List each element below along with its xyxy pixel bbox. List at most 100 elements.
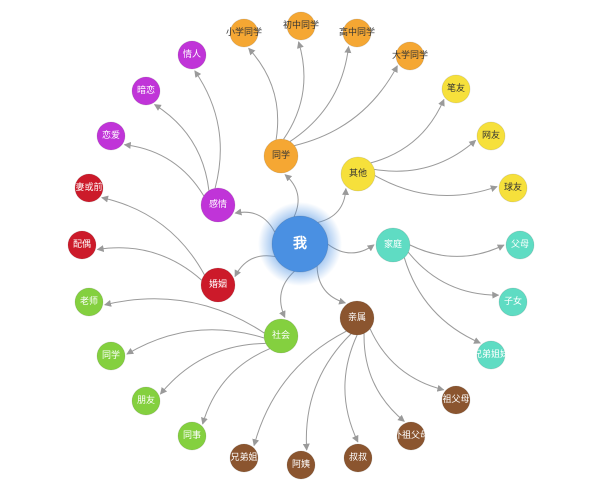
edge-family-children: [407, 251, 500, 299]
node-circle-siblings[interactable]: [476, 340, 506, 370]
node-circle-family[interactable]: [375, 227, 411, 263]
node-circle-colleague[interactable]: [177, 421, 207, 451]
edge-emotion-love: [123, 141, 205, 197]
node-teacher[interactable]: 老师: [74, 287, 104, 317]
node-circle-maternalgp[interactable]: [396, 421, 426, 451]
node-other[interactable]: 其他: [340, 156, 376, 192]
node-label-children: 子女: [504, 295, 522, 307]
node-netfriend[interactable]: 网友: [476, 121, 506, 151]
node-circle-emotion[interactable]: [200, 187, 236, 223]
edge-other-penpal: [370, 98, 445, 164]
node-relatives[interactable]: 亲属: [339, 300, 375, 336]
node-schoolmates[interactable]: 同学: [263, 138, 299, 174]
node-marriage[interactable]: 婚姻: [200, 267, 236, 303]
node-label-netfriend: 网友: [482, 129, 500, 141]
node-parents[interactable]: 父母: [505, 230, 535, 260]
node-circle-parents[interactable]: [505, 230, 535, 260]
node-children[interactable]: 子女: [498, 287, 528, 317]
node-circle-senior[interactable]: [342, 18, 372, 48]
node-circle-teacher[interactable]: [74, 287, 104, 317]
node-label-spouse: 配偶: [73, 238, 91, 250]
node-ballfriend[interactable]: 球友: [498, 173, 528, 203]
node-label-senior: 高中同学: [339, 26, 375, 38]
node-aunt[interactable]: 阿姨: [286, 450, 316, 480]
node-colleague[interactable]: 同事: [177, 421, 207, 451]
node-lover[interactable]: 情人: [177, 40, 207, 70]
edge-family-siblings: [403, 257, 481, 344]
edge-social-colleague: [201, 348, 270, 425]
node-social[interactable]: 社会: [263, 318, 299, 354]
node-label-uncle: 叔叔: [349, 451, 367, 463]
node-college[interactable]: 大学同学: [392, 41, 428, 71]
node-circle-relatives[interactable]: [339, 300, 375, 336]
node-circle-junior[interactable]: [286, 11, 316, 41]
node-siblings[interactable]: 兄弟姐妹: [473, 340, 509, 370]
node-circle-marriage[interactable]: [200, 267, 236, 303]
node-uncle[interactable]: 叔叔: [343, 443, 373, 473]
edge-schoolmates-senior: [289, 45, 352, 142]
node-circle-other[interactable]: [340, 156, 376, 192]
edge-schoolmates-junior: [283, 41, 305, 140]
node-family[interactable]: 家庭: [375, 227, 411, 263]
node-exspouse[interactable]: 妻或前: [74, 173, 104, 203]
node-label-teacher: 老师: [80, 295, 98, 307]
node-circle-social[interactable]: [263, 318, 299, 354]
node-label-other: 其他: [349, 167, 367, 179]
node-emotion[interactable]: 感情: [200, 187, 236, 223]
node-circle-children[interactable]: [498, 287, 528, 317]
node-circle-friend[interactable]: [131, 386, 161, 416]
node-label-friend: 朋友: [137, 394, 155, 406]
edge-relatives-maternalgp: [363, 333, 405, 422]
node-circle-schoolmates[interactable]: [263, 138, 299, 174]
node-circle-love[interactable]: [96, 121, 126, 151]
edge-social-friend: [159, 342, 266, 395]
node-spouse[interactable]: 配偶: [67, 230, 97, 260]
node-circle-exspouse[interactable]: [74, 173, 104, 203]
node-label-ballfriend: 球友: [504, 181, 522, 193]
node-classmate2[interactable]: 同学: [96, 341, 126, 371]
node-crush[interactable]: 暗恋: [131, 76, 161, 106]
node-label-college: 大学同学: [392, 49, 428, 61]
node-love[interactable]: 恋爱: [96, 121, 126, 151]
edge-family-parents: [409, 244, 505, 257]
node-center[interactable]: 我: [258, 202, 342, 286]
node-senior[interactable]: 高中同学: [339, 18, 375, 48]
node-label-emotion: 感情: [209, 198, 227, 210]
node-circle-netfriend[interactable]: [476, 121, 506, 151]
node-circle-cousins[interactable]: [229, 443, 259, 473]
node-maternalgp[interactable]: 外祖父母: [393, 421, 429, 451]
node-circle-grandparents[interactable]: [441, 385, 471, 415]
node-label-crush: 暗恋: [137, 84, 155, 96]
node-circle-college[interactable]: [395, 41, 425, 71]
node-circle-crush[interactable]: [131, 76, 161, 106]
node-circle-center[interactable]: [271, 215, 329, 273]
node-circle-primary[interactable]: [229, 18, 259, 48]
node-label-marriage: 婚姻: [209, 278, 227, 290]
edge-emotion-lover: [194, 70, 221, 189]
node-cousins[interactable]: 兄弟姐: [229, 443, 259, 473]
node-circle-penpal[interactable]: [441, 74, 471, 104]
node-penpal[interactable]: 笔友: [441, 74, 471, 104]
node-label-penpal: 笔友: [447, 82, 465, 94]
node-circle-ballfriend[interactable]: [498, 173, 528, 203]
edge-relatives-uncle: [344, 334, 359, 443]
node-circle-lover[interactable]: [177, 40, 207, 70]
node-label-social: 社会: [272, 329, 290, 341]
node-junior[interactable]: 初中同学: [283, 11, 319, 41]
edge-social-classmate2: [126, 329, 265, 355]
node-circle-spouse[interactable]: [67, 230, 97, 260]
node-friend[interactable]: 朋友: [131, 386, 161, 416]
node-primary[interactable]: 小学同学: [226, 18, 262, 48]
node-grandparents[interactable]: 祖父母: [441, 385, 471, 415]
node-circle-uncle[interactable]: [343, 443, 373, 473]
edge-schoolmates-primary: [248, 47, 279, 140]
edge-emotion-crush: [153, 104, 210, 191]
node-label-aunt: 阿姨: [292, 458, 310, 470]
node-label-cousins: 兄弟姐: [230, 451, 257, 463]
edge-relatives-aunt: [302, 333, 352, 451]
node-label-junior: 初中同学: [283, 19, 319, 31]
node-label-siblings: 兄弟姐妹: [473, 348, 509, 360]
node-circle-classmate2[interactable]: [96, 341, 126, 371]
node-circle-aunt[interactable]: [286, 450, 316, 480]
node-label-classmate2: 同学: [102, 349, 120, 361]
